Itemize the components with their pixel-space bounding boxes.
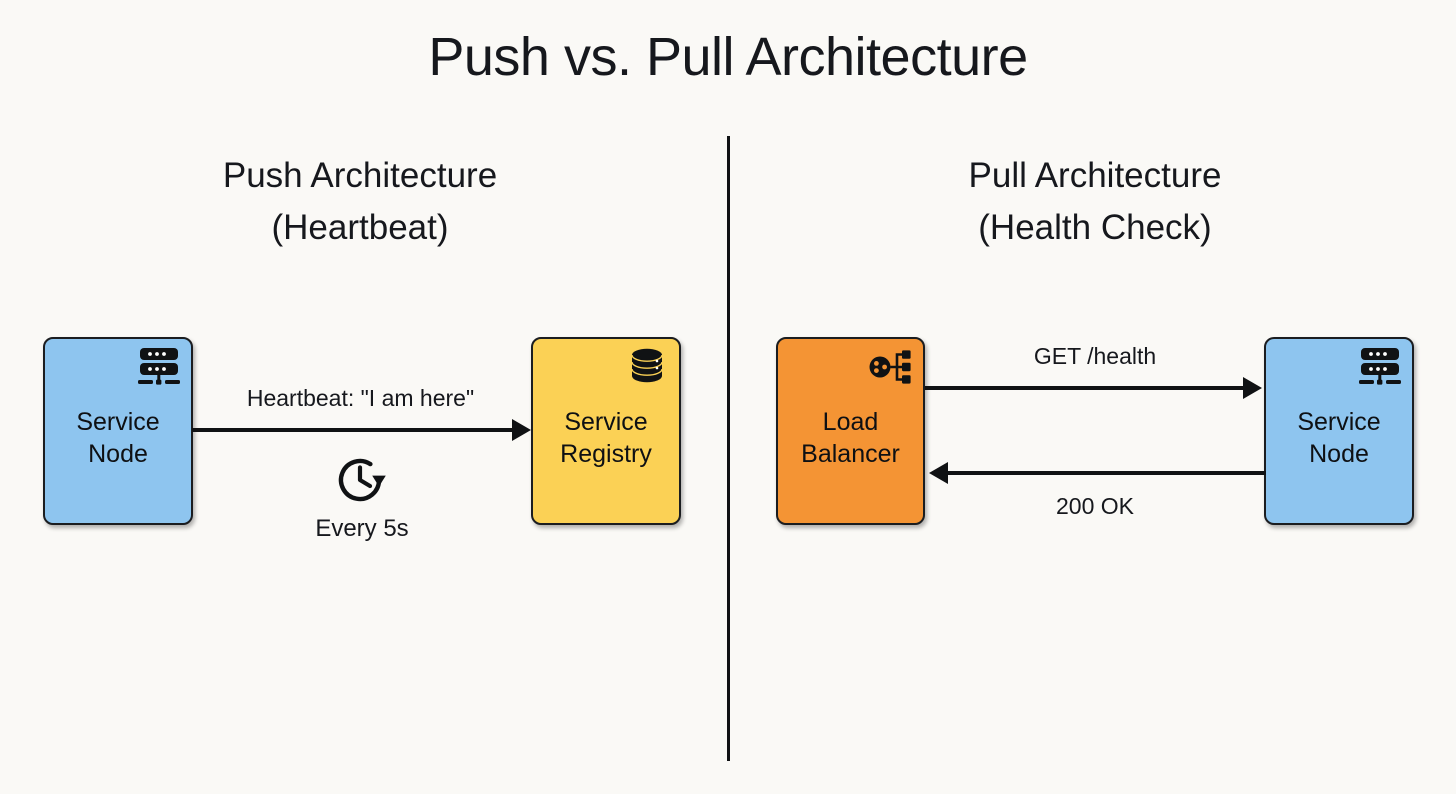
page-title: Push vs. Pull Architecture (428, 27, 1028, 87)
get-health-arrow-line (925, 386, 1245, 390)
every-5s-label: Every 5s (315, 515, 409, 542)
heartbeat-arrow-head (512, 419, 531, 441)
node-service-node-pull[interactable]: Service Node (1264, 337, 1414, 525)
get-health-arrow-head (1243, 377, 1262, 399)
get-health-edge-label: GET /health (1033, 343, 1157, 369)
clock-refresh-icon (329, 453, 391, 507)
200-ok-arrow-line (948, 471, 1266, 475)
node-service-registry[interactable]: Service Registry (531, 337, 681, 525)
node-label: Service Node (1297, 407, 1381, 469)
node-label: Service Registry (560, 407, 652, 469)
heartbeat-edge-label: Heartbeat: "I am here" (246, 385, 475, 411)
load-balancer-icon (868, 347, 914, 387)
200-ok-edge-label: 200 OK (1056, 493, 1134, 519)
push-panel-title: Push Architecture (Heartbeat) (222, 156, 498, 247)
heartbeat-arrow-line (192, 428, 514, 432)
database-icon (624, 347, 670, 387)
node-load-balancer[interactable]: Load Balancer (776, 337, 925, 525)
panel-divider (727, 136, 730, 761)
server-icon (136, 347, 182, 387)
node-label: Load Balancer (801, 407, 900, 469)
node-label: Service Node (76, 407, 160, 469)
pull-panel-title: Pull Architecture (Health Check) (968, 156, 1222, 247)
200-ok-arrow-head (929, 462, 948, 484)
node-service-node-push[interactable]: Service Node (43, 337, 193, 525)
server-icon (1357, 347, 1403, 387)
